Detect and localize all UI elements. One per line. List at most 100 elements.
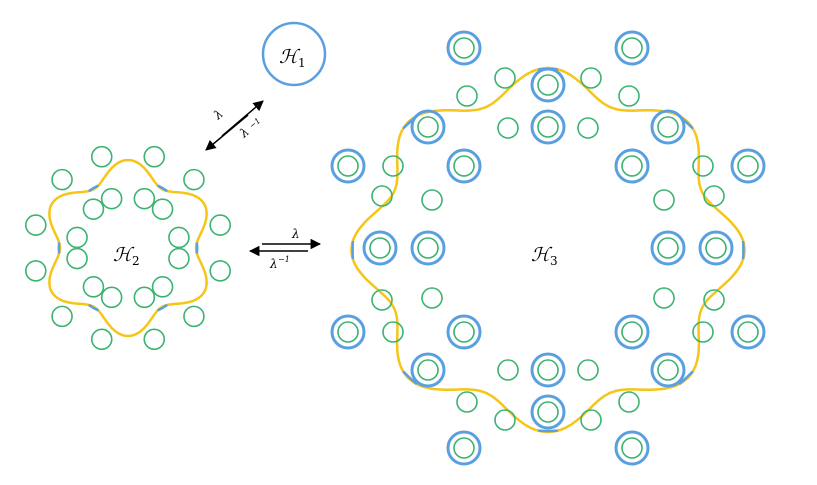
h3-blue-ring (614, 30, 650, 66)
h3-blue-ring (730, 148, 766, 184)
h2-green-circle (168, 247, 190, 270)
h3-blue-ring (698, 230, 734, 266)
h2-green-circle (143, 145, 166, 168)
h1-circle (261, 21, 327, 87)
horiz-arrow-bottom-sup: −1 (278, 255, 290, 264)
h3-junction-arc (402, 370, 418, 386)
h3-green-circle (537, 116, 559, 138)
horiz-arrow-bottom-label: λ (269, 257, 278, 271)
h2-green-circle (90, 145, 113, 168)
h3-green-circle (692, 155, 714, 177)
h2-green-circle (82, 276, 105, 298)
h3-green-circle (337, 155, 359, 177)
h3-green-circle (417, 359, 439, 381)
h3-label: ℋ (531, 244, 553, 266)
h3-green-circle (453, 37, 475, 59)
h3-green-circle (371, 185, 393, 207)
h2-junction-arc (157, 184, 168, 193)
h3-blue-ring (446, 314, 482, 350)
h3-green-circle (494, 67, 516, 89)
h3-green-circle (453, 321, 475, 343)
h3-blue-ring (614, 430, 650, 466)
h3-blue-ring (614, 314, 650, 350)
h3-green-circle (621, 321, 643, 343)
h3-group: ℋ 3 (330, 30, 766, 466)
h3-green-circle (382, 321, 404, 343)
h3-green-circle (417, 237, 439, 259)
h2-green-circle (25, 214, 47, 236)
h2-junction-arc (88, 184, 99, 193)
h3-blue-ring (446, 148, 482, 184)
h3-green-circle (580, 409, 602, 431)
h3-green-circle (737, 321, 759, 343)
h3-green-circle (621, 437, 643, 459)
h3-green-circle (421, 189, 443, 211)
h3-green-circle (382, 155, 404, 177)
h1-group: ℋ 1 (261, 21, 327, 87)
h3-green-circle (453, 155, 475, 177)
horiz-arrow-top-label: λ (291, 227, 300, 241)
h3-green-circle (705, 237, 727, 259)
h3-green-circle (371, 289, 393, 311)
h3-blue-ring (530, 109, 566, 145)
h2-green-circle (209, 260, 231, 282)
h2-green-circle (51, 168, 73, 191)
h2-group: ℋ 2 (25, 145, 231, 351)
h3-blue-ring (410, 109, 446, 145)
h2-junction-arc (88, 303, 99, 312)
h3-junction-arc (678, 370, 694, 386)
h3-green-circle (456, 85, 478, 107)
h3-green-circle (537, 359, 559, 381)
h2-green-circle (82, 198, 105, 220)
h2-green-circle (25, 260, 47, 282)
h3-green-circle (692, 321, 714, 343)
h3-blue-ring (410, 230, 446, 266)
h3-green-circle (577, 117, 599, 139)
h2-green-circle (90, 328, 113, 351)
h3-green-circle (369, 237, 391, 259)
h3-subscript: 3 (550, 254, 558, 268)
h2-green-circle (183, 305, 205, 328)
h3-blue-ring (650, 352, 686, 388)
h1-subscript: 1 (298, 56, 306, 70)
h3-blue-ring (530, 67, 566, 103)
h3-blue-ring (650, 230, 686, 266)
h3-green-circle (497, 359, 519, 381)
h2-green-circle (51, 305, 73, 328)
h2-green-circle (143, 328, 166, 351)
h2-green-circle (151, 198, 174, 220)
h3-green-circle (621, 37, 643, 59)
h3-green-circle (577, 359, 599, 381)
diag-arrow-top-label: λ (210, 107, 226, 123)
h3-green-circle (657, 359, 679, 381)
h2-green-circle (133, 286, 156, 309)
h3-green-circle (456, 391, 478, 413)
h2-green-circle (100, 286, 123, 309)
h3-green-circle (657, 237, 679, 259)
h3-blue-ring (650, 109, 686, 145)
h3-blue-ring (410, 352, 446, 388)
horiz-arrow-group: λ λ −1 (248, 227, 322, 271)
h3-blue-ring (330, 314, 366, 350)
h2-green-circle (183, 168, 205, 191)
h3-green-circle (653, 189, 675, 211)
h2-green-circle (151, 276, 174, 298)
h3-blue-ring (730, 314, 766, 350)
h3-green-circle (453, 437, 475, 459)
h3-green-circle (618, 85, 640, 107)
h3-green-circle (497, 117, 519, 139)
h2-green-circle (66, 226, 88, 249)
h3-green-circle (417, 116, 439, 138)
h3-green-circle (537, 401, 559, 423)
h2-label: ℋ (113, 244, 135, 266)
h3-blue-ring (614, 148, 650, 184)
h3-green-circle (494, 409, 516, 431)
h1-label: ℋ (279, 46, 301, 68)
h3-green-circle (580, 67, 602, 89)
h3-blue-ring (446, 30, 482, 66)
diag-arrow-down (205, 114, 249, 151)
h3-green-circle (737, 155, 759, 177)
h2-green-circle (66, 247, 88, 270)
h3-green-circle (618, 391, 640, 413)
